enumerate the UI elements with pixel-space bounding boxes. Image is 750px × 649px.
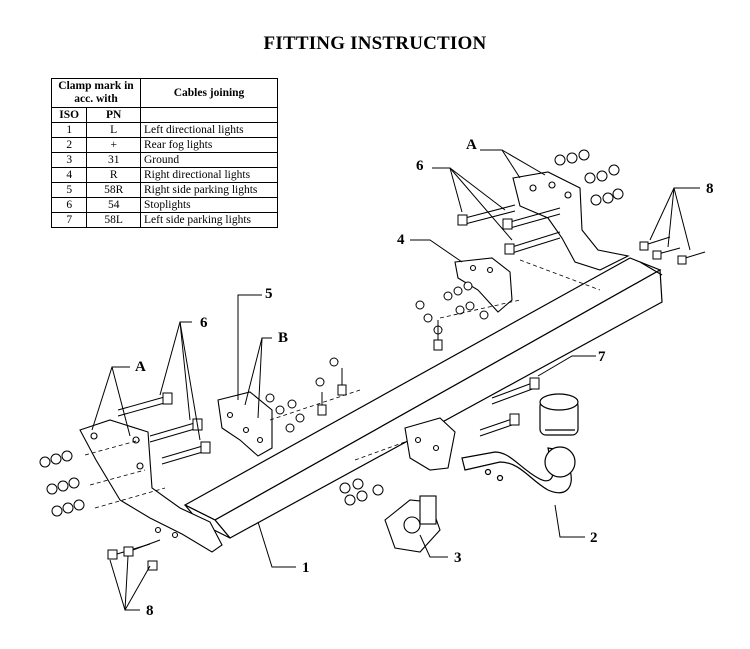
bolts-right-top — [457, 204, 561, 255]
table-row: 7 58L Left side parking lights — [50, 212, 278, 228]
cable-cell: Left directional lights — [140, 122, 278, 138]
nuts-left — [39, 450, 85, 517]
page-title: FITTING INSTRUCTION — [263, 33, 487, 54]
table-row: 5 58R Right side parking lights — [50, 182, 278, 198]
crossbar — [183, 257, 663, 539]
nuts-right-top — [554, 149, 624, 206]
label-6-left: 6 — [200, 315, 208, 331]
header-clamp-mark: Clamp mark in acc. with — [51, 78, 141, 108]
label-1: 1 — [302, 560, 310, 576]
label-8-right: 8 — [706, 181, 714, 197]
label-5: 5 — [265, 286, 273, 302]
callout-labels: A 6 8 4 5 6 B A 7 2 3 1 8 — [135, 137, 714, 619]
tow-ball — [461, 393, 579, 494]
header-pn: PN — [86, 107, 141, 123]
bolts-right-end — [639, 236, 706, 265]
cable-cell: Right directional lights — [140, 167, 278, 183]
iso-cell: 7 — [50, 212, 88, 228]
center-bracket-left — [217, 391, 273, 457]
socket-plate — [384, 495, 441, 553]
label-6-top: 6 — [416, 158, 424, 174]
table-row: 3 31 Ground — [50, 152, 278, 168]
bolts-group-7 — [479, 377, 540, 437]
pn-cell: 58L — [86, 212, 141, 228]
table-row: 4 R Right directional lights — [50, 167, 278, 183]
cable-cell: Ground — [140, 152, 278, 168]
cable-cell: Stoplights — [140, 197, 278, 213]
callout-lines — [91, 149, 700, 611]
table-row: 2 + Rear fog lights — [50, 137, 278, 153]
assembly-guides — [84, 259, 601, 509]
label-3: 3 — [454, 550, 462, 566]
nuts-b-group — [265, 357, 347, 433]
table-row: 1 L Left directional lights — [50, 122, 278, 138]
left-side-bracket — [79, 419, 223, 553]
ball-mount-plate — [404, 417, 456, 471]
nuts-socket — [339, 478, 384, 506]
label-4: 4 — [397, 232, 405, 248]
clamp-wiring-table: Clamp mark in acc. with Cables joining I… — [50, 78, 278, 228]
label-7: 7 — [598, 349, 606, 365]
cable-cell: Left side parking lights — [140, 212, 278, 228]
nuts-center-top — [415, 281, 489, 351]
table-row: 6 54 Stoplights — [50, 197, 278, 213]
label-8-bottom: 8 — [146, 603, 154, 619]
label-2: 2 — [590, 530, 598, 546]
center-bracket-top — [454, 257, 513, 313]
bolts-bottom-left — [107, 539, 161, 571]
right-side-bracket — [512, 171, 630, 271]
label-a-left: A — [135, 359, 146, 375]
label-a-top: A — [466, 137, 477, 153]
label-b: B — [278, 330, 288, 346]
